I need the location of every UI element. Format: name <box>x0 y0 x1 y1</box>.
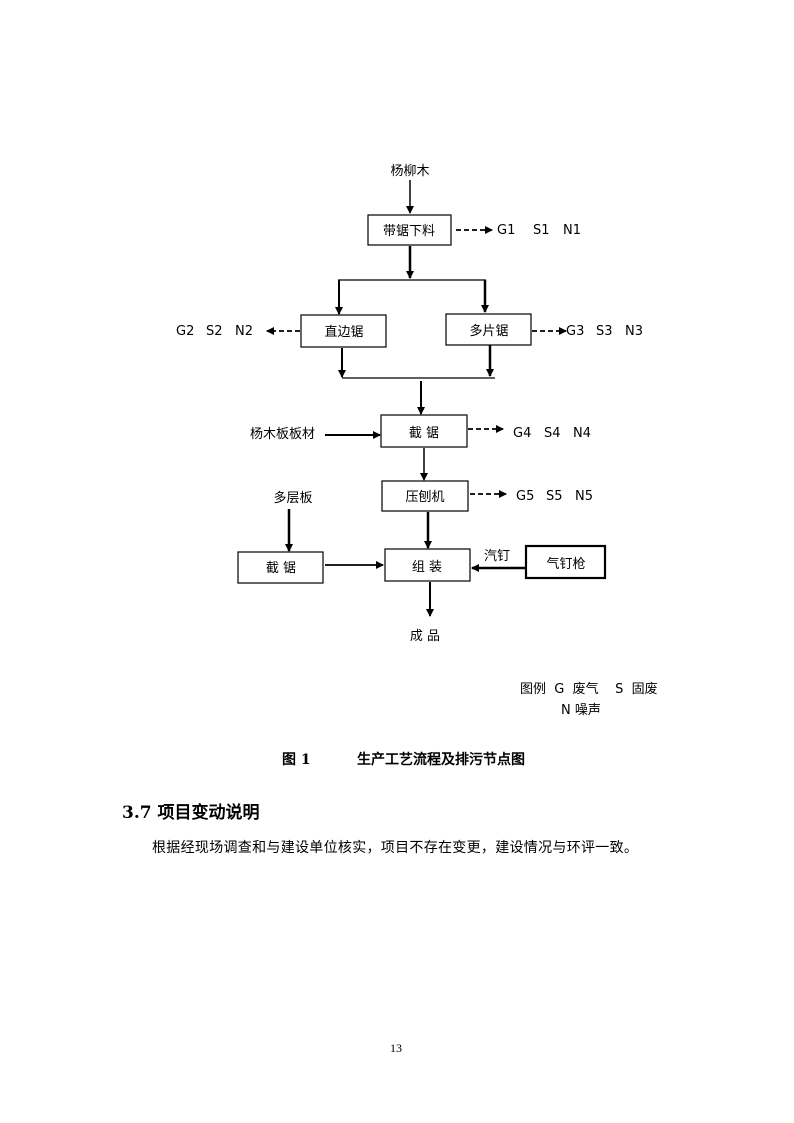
figure-number: 图 1 <box>282 752 311 768</box>
emission-s3: S3 <box>596 324 613 339</box>
box-cut-saw <box>380 414 468 448</box>
emission-s5: S5 <box>546 489 563 504</box>
flow-arrows <box>266 180 567 617</box>
box-assembly <box>384 548 471 582</box>
box-cut-saw-2 <box>237 551 324 584</box>
emission-s4: S4 <box>544 426 561 441</box>
box-band-saw <box>367 214 452 246</box>
emission-g5: G5 <box>516 489 534 504</box>
box-nail-gun <box>524 544 607 580</box>
emission-g4: G4 <box>513 426 531 441</box>
legend-line-1: 图例 G 废气 S 固废 <box>520 681 658 697</box>
emission-g2: G2 <box>176 324 194 339</box>
emission-s1: S1 <box>533 223 550 238</box>
box-edge-saw <box>300 314 387 348</box>
product: 成 品 <box>410 629 440 644</box>
nail-label: 汽钉 <box>484 549 510 564</box>
step-planer: 压刨机 <box>405 490 444 505</box>
step-multi-saw: 多片锯 <box>469 323 508 339</box>
box-planer <box>381 480 469 512</box>
emission-n5: N5 <box>575 489 593 504</box>
input-raw: 杨柳木 <box>390 164 429 179</box>
legend-line-2: N 噪声 <box>561 703 601 718</box>
emission-n1: N1 <box>563 223 581 238</box>
step-nail-gun: 气钉枪 <box>546 556 585 572</box>
emission-n4: N4 <box>573 426 591 441</box>
emission-g3: G3 <box>566 324 584 339</box>
step-band-saw: 带锯下料 <box>383 224 435 239</box>
step-edge-saw: 直边锯 <box>324 325 363 340</box>
page-number: 13 <box>390 1041 402 1055</box>
step-assembly: 组 装 <box>412 560 442 575</box>
step-cut-saw: 截 锯 <box>409 426 439 441</box>
emission-s2: S2 <box>206 324 223 339</box>
step-cut-saw-2: 截 锯 <box>266 561 296 576</box>
emission-n2: N2 <box>235 324 253 339</box>
figure-title: 生产工艺流程及排污节点图 <box>357 752 525 768</box>
emission-g1: G1 <box>497 223 515 238</box>
input-poplar-board: 杨木板板材 <box>250 427 315 442</box>
box-multi-saw <box>445 313 532 346</box>
input-plywood: 多层板 <box>273 490 312 506</box>
section-heading: 3.7 项目变动说明 <box>122 803 260 823</box>
emission-n3: N3 <box>625 324 643 339</box>
section-paragraph: 根据经现场调查和与建设单位核实，项目不存在变更，建设情况与环评一致。 <box>152 840 639 856</box>
